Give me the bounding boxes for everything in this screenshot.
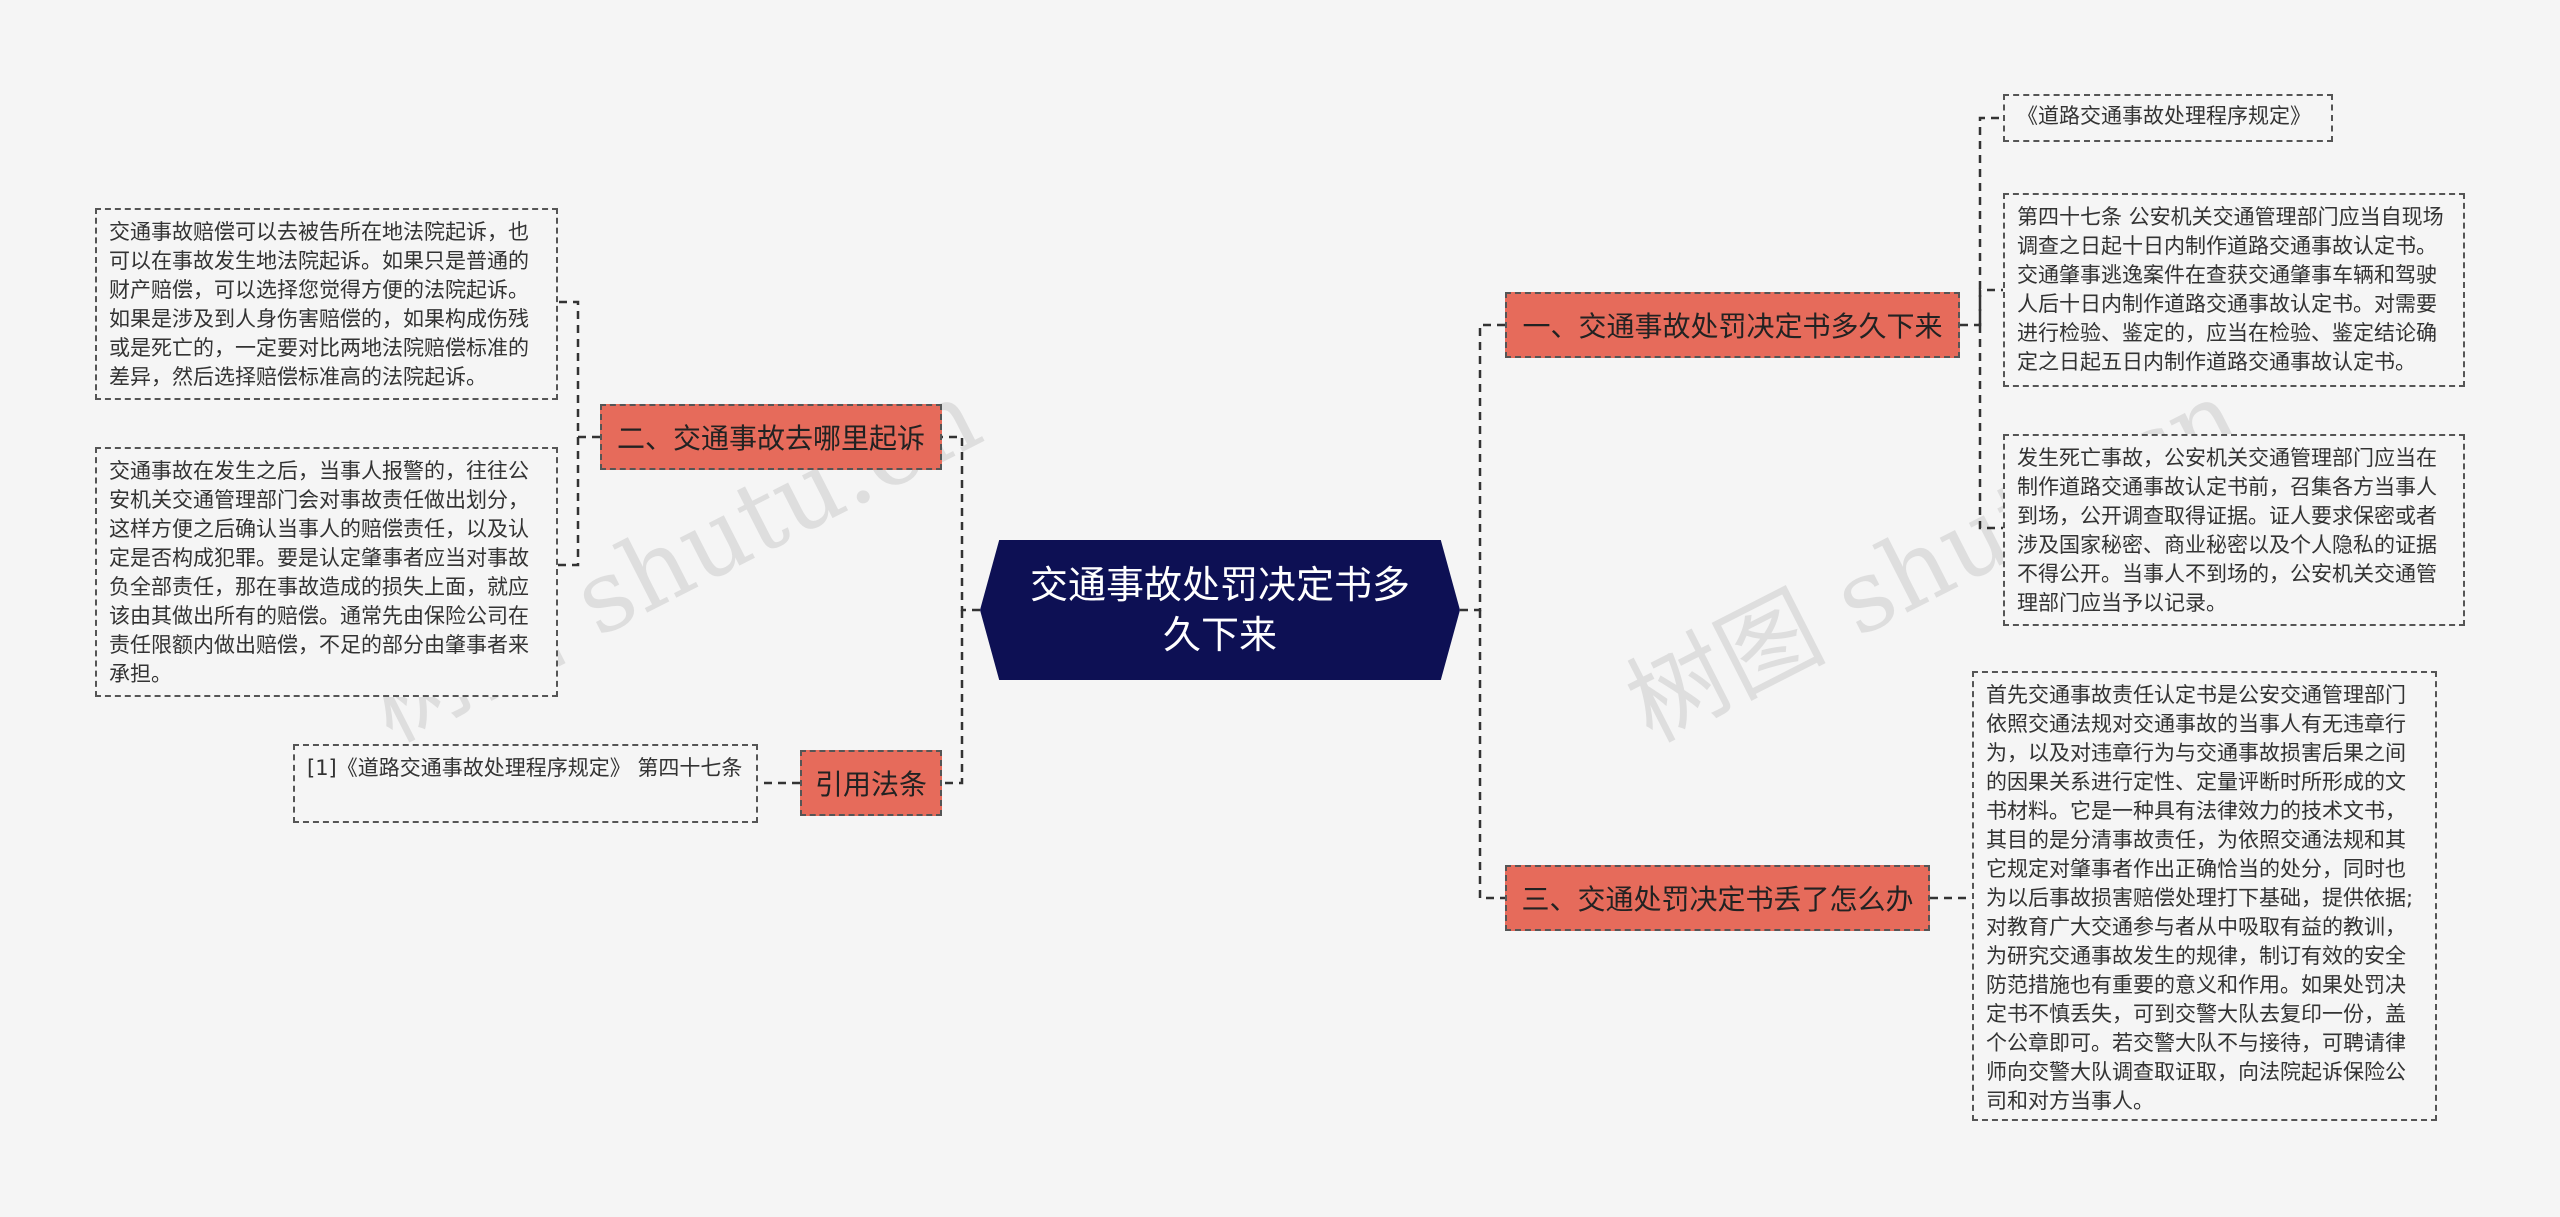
leaf-node[interactable]: 第四十七条 公安机关交通管理部门应当自现场调查之日起十日内制作道路交通事故认定书… [2003,193,2465,387]
leaf-text: [1]《道路交通事故处理程序规定》 第四十七条 [307,756,743,780]
topic-node-3[interactable]: 三、交通处罚决定书丢了怎么办 [1505,865,1930,931]
topic-label: 三、交通处罚决定书丢了怎么办 [1521,883,1914,916]
topic-node-2[interactable]: 二、交通事故去哪里起诉 [600,404,942,470]
link-center-t1 [1460,323,1505,612]
link-t1-r1b [1978,288,2003,325]
link-t2-l2b [558,437,580,567]
leaf-node[interactable]: 首先交通事故责任认定书是公安交通管理部门依照交通法规对交通事故的当事人有无违章行… [1972,671,2437,1121]
topic-node-cited-law[interactable]: 引用法条 [800,750,942,816]
leaf-node[interactable]: 交通事故赔偿可以去被告所在地法院起诉，也可以在事故发生地法院起诉。如果只是普通的… [95,208,558,400]
link-t2-l2a [558,300,600,439]
leaf-text: 首先交通事故责任认定书是公安交通管理部门依照交通法规对交通事故的当事人有无违章行… [1986,683,2414,1113]
leaf-text: 第四十七条 公安机关交通管理部门应当自现场调查之日起十日内制作道路交通事故认定书… [2017,205,2444,374]
link-t1-r1c [1978,325,2003,530]
link-center-t2 [942,435,980,612]
leaf-text: 发生死亡事故，公安机关交通管理部门应当在制作道路交通事故认定书前，召集各方当事人… [2017,446,2437,615]
topic-label: 二、交通事故去哪里起诉 [616,422,925,455]
central-topic[interactable]: 交通事故处罚决定书多久下来 [980,540,1460,680]
central-topic-label: 交通事故处罚决定书多久下来 [1029,563,1410,657]
leaf-node[interactable]: [1]《道路交通事故处理程序规定》 第四十七条 [293,744,758,823]
topic-node-1[interactable]: 一、交通事故处罚决定书多久下来 [1505,292,1960,358]
leaf-text: 交通事故赔偿可以去被告所在地法院起诉，也可以在事故发生地法院起诉。如果只是普通的… [109,220,529,389]
topic-label: 引用法条 [814,768,927,801]
leaf-node[interactable]: 《道路交通事故处理程序规定》 [2003,94,2333,142]
topic-label: 一、交通事故处罚决定书多久下来 [1522,310,1943,343]
leaf-text: 交通事故在发生之后，当事人报警的，往往公安机关交通管理部门会对事故责任做出划分，… [109,459,529,686]
link-center-t3 [1478,610,1505,900]
link-center-t4 [942,610,964,785]
link-t1-r1a [1960,116,2003,327]
leaf-text: 《道路交通事故处理程序规定》 [2017,104,2311,128]
leaf-node[interactable]: 交通事故在发生之后，当事人报警的，往往公安机关交通管理部门会对事故责任做出划分，… [95,447,558,697]
leaf-node[interactable]: 发生死亡事故，公安机关交通管理部门应当在制作道路交通事故认定书前，召集各方当事人… [2003,434,2465,626]
